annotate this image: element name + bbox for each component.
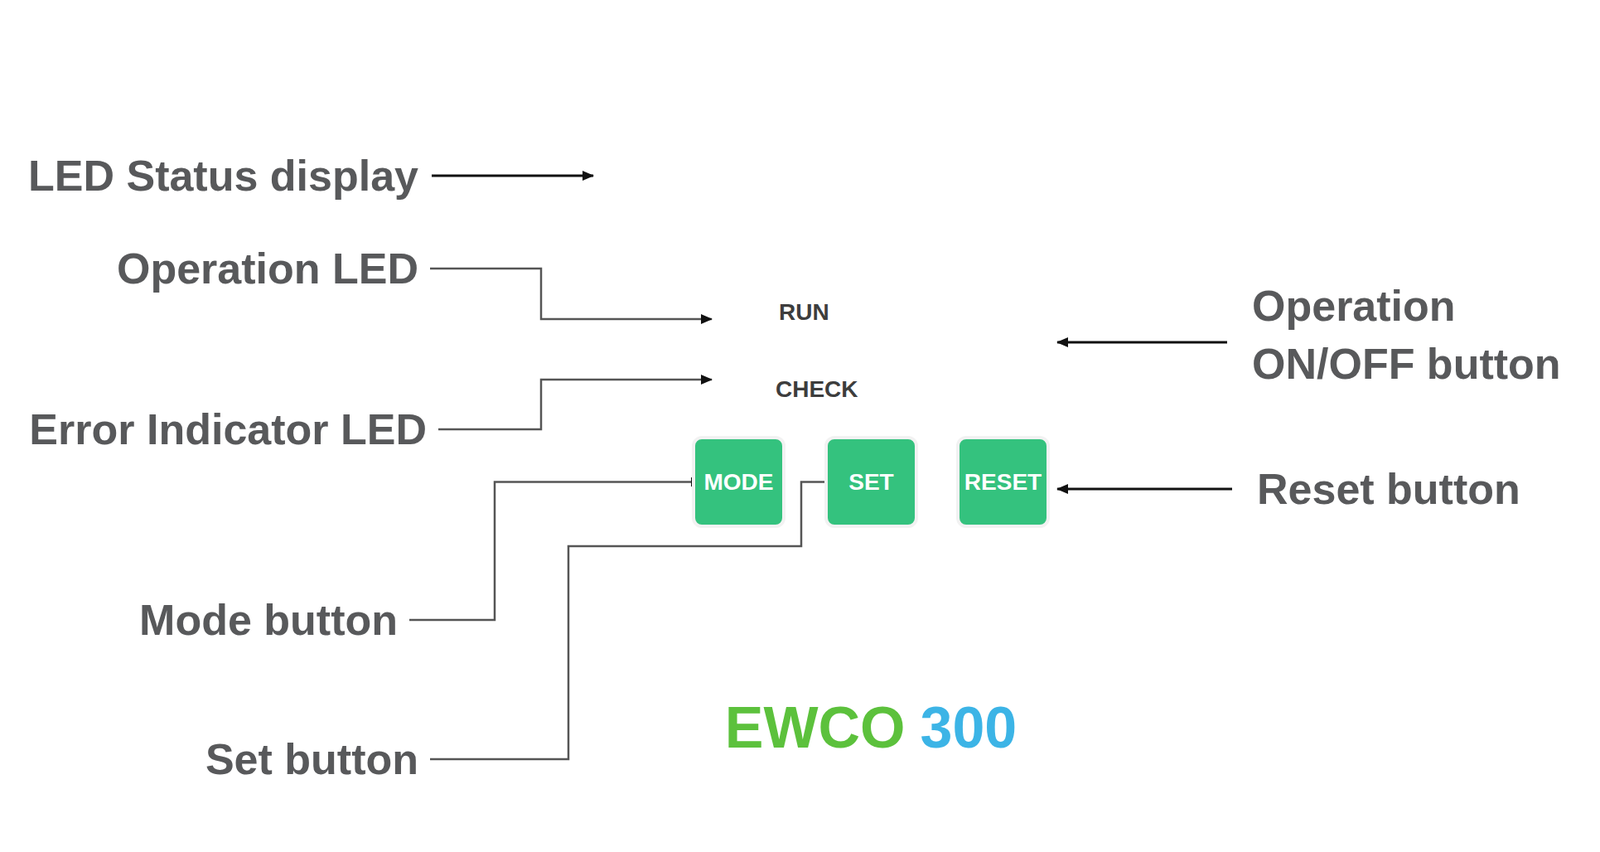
part-label: Operation ON/OFF button bbox=[1251, 276, 1568, 393]
power-button bbox=[956, 302, 1051, 397]
brand-name: 300 bbox=[919, 694, 1017, 761]
led-segment bbox=[959, 177, 964, 213]
push-button: SET bbox=[824, 435, 919, 528]
led-segment bbox=[792, 135, 797, 171]
led-segment bbox=[704, 212, 741, 220]
led-segment bbox=[1002, 177, 1007, 213]
led-segment bbox=[700, 177, 706, 213]
led-segment bbox=[835, 135, 840, 171]
panel-body bbox=[596, 9, 1146, 852]
led-decimal-point bbox=[749, 212, 760, 222]
led-segment bbox=[787, 177, 792, 213]
led-segment bbox=[966, 169, 1004, 178]
led-segment bbox=[921, 135, 926, 171]
led-segment bbox=[830, 177, 835, 213]
led-segment bbox=[749, 135, 754, 171]
seven-segment-digit bbox=[700, 131, 769, 222]
leader-line bbox=[1057, 341, 1228, 344]
part-label: LED Status display bbox=[28, 149, 419, 202]
leader-line bbox=[430, 268, 712, 320]
led-housing bbox=[725, 367, 769, 393]
bottom-band bbox=[596, 555, 1146, 852]
led-segment bbox=[971, 127, 1008, 136]
button-label: RESET bbox=[964, 468, 1042, 496]
led-segment bbox=[794, 169, 832, 178]
push-button: MODE bbox=[691, 435, 786, 528]
led-housing bbox=[725, 305, 769, 331]
led-segment bbox=[798, 127, 836, 136]
led-segment bbox=[744, 177, 749, 213]
button-label: MODE bbox=[704, 468, 774, 496]
seven-segment-digit bbox=[786, 131, 855, 222]
seven-segment-digit bbox=[958, 131, 1027, 222]
part-label: Error Indicator LED bbox=[29, 403, 427, 455]
led-segment bbox=[708, 169, 745, 178]
control-panel: EWCO300 MODE SET RESET bbox=[596, 9, 1146, 852]
power-icon bbox=[978, 330, 1029, 375]
led-segment bbox=[712, 127, 750, 136]
led-decimal-point bbox=[836, 212, 846, 222]
leader-line bbox=[431, 174, 594, 178]
part-label: Set button bbox=[205, 733, 419, 785]
indicator-label: RUN bbox=[778, 298, 830, 327]
leader-line bbox=[438, 379, 712, 430]
led-segment bbox=[790, 212, 827, 220]
leader-line bbox=[1057, 488, 1233, 491]
leader-line bbox=[409, 482, 702, 621]
led-segment bbox=[880, 169, 918, 178]
button-label: SET bbox=[848, 468, 894, 496]
led-segment bbox=[916, 177, 921, 213]
led-segment bbox=[1007, 135, 1012, 171]
seven-segment-digit bbox=[872, 131, 941, 222]
part-label: Reset button bbox=[1256, 463, 1521, 515]
brand-row: EWCO300 bbox=[596, 687, 1146, 768]
led-segment bbox=[962, 212, 1000, 220]
led-segment bbox=[876, 212, 914, 220]
part-label: Operation LED bbox=[116, 242, 419, 295]
led-decimal-point bbox=[1008, 212, 1019, 222]
indicator-label: CHECK bbox=[775, 375, 859, 404]
check-led bbox=[716, 367, 742, 392]
led-segment bbox=[873, 177, 878, 213]
power-icon bbox=[1000, 318, 1007, 347]
led-segment bbox=[705, 135, 711, 171]
led-segment bbox=[878, 135, 883, 171]
run-led bbox=[716, 306, 742, 332]
display-band bbox=[596, 89, 1146, 271]
led-segment bbox=[964, 135, 969, 171]
led-decimal-point bbox=[922, 212, 933, 222]
part-label: Mode button bbox=[139, 594, 398, 646]
brand-name: EWCO bbox=[725, 694, 906, 761]
push-button: RESET bbox=[956, 435, 1050, 528]
led-segment bbox=[884, 127, 922, 136]
